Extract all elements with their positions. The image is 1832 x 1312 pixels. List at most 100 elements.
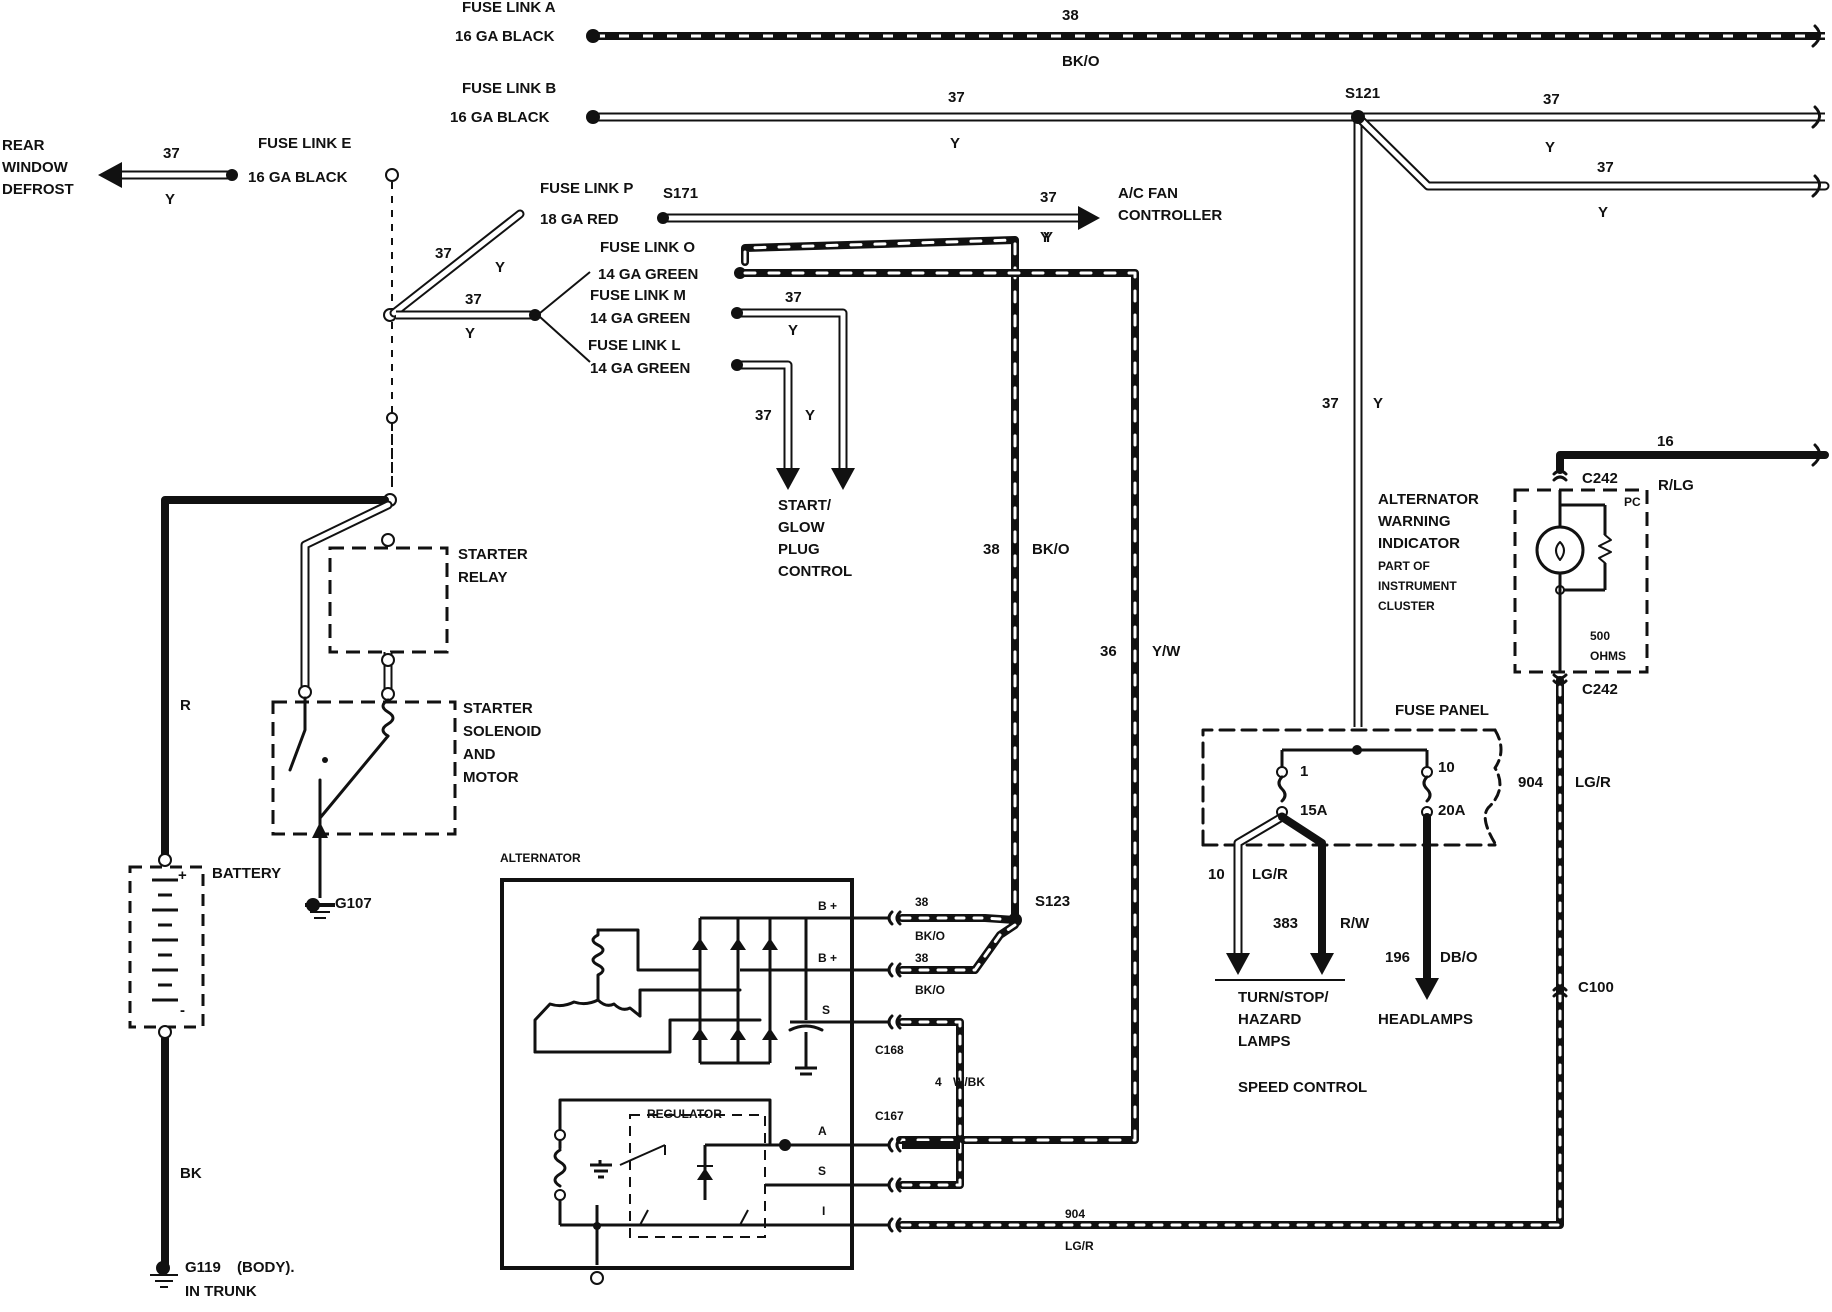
turn-output-3: LAMPS — [1238, 1033, 1291, 1050]
fuse-link-e-gauge: 16 GA BLACK — [248, 169, 348, 186]
fuse-link-p-circuit: 37 — [1040, 189, 1057, 206]
fuse-link-b-circuit: 37 — [948, 89, 965, 106]
headlamps-output: HEADLAMPS — [1378, 1011, 1473, 1028]
warning-title-1: ALTERNATOR — [1378, 491, 1479, 508]
start-glow-4: CONTROL — [778, 563, 852, 580]
warning-note-1: PART OF — [1378, 559, 1430, 573]
s121-down-circuit: 37 — [1322, 395, 1339, 412]
fuse-panel-title: FUSE PANEL — [1395, 702, 1489, 719]
wbk-circuit: 4 — [935, 1075, 942, 1089]
fuse-link-p-wire — [657, 206, 1100, 230]
warning-indicator — [1513, 443, 1829, 998]
terminal-i: I — [822, 1204, 825, 1218]
fuse-link-p-color: Y — [1040, 229, 1050, 246]
fuse-link-p-name: FUSE LINK P — [540, 180, 633, 197]
fuse-link-o-gauge: 14 GA GREEN — [598, 266, 698, 283]
terminal-b2: B + — [818, 951, 837, 965]
ac-fan-2: CONTROLLER — [1118, 207, 1222, 224]
warning-circuit-16: 16 — [1657, 433, 1674, 450]
battery-label: BATTERY — [212, 865, 281, 882]
fuse-link-a-gauge: 16 GA BLACK — [455, 28, 555, 45]
fuse-link-m-color: Y — [788, 322, 798, 339]
rw-color: R/W — [1340, 915, 1370, 932]
terminal-s: S — [822, 1003, 830, 1017]
splice-s123: S123 — [1035, 893, 1070, 910]
yw-circuit: 36 — [1100, 643, 1117, 660]
fuse-10-number: 10 — [1438, 759, 1455, 776]
starter-circuit — [161, 410, 457, 919]
fuse-link-b-color: Y — [950, 135, 960, 152]
rear-defrost-2: WINDOW — [2, 159, 69, 176]
fuse-link-e-wire — [98, 162, 399, 488]
regulator-title: REGULATOR — [647, 1107, 722, 1121]
fuse-10-amp: 20A — [1438, 802, 1466, 819]
rw-circuit: 383 — [1273, 915, 1298, 932]
labels: FUSE LINK A 16 GA BLACK 38 BK/O FUSE LIN… — [2, 0, 1694, 1300]
b1-circuit: 38 — [915, 895, 929, 909]
connector-c168: C168 — [875, 1043, 904, 1057]
fuse-link-a-name: FUSE LINK A — [462, 0, 556, 16]
fuse-link-e-name: FUSE LINK E — [258, 135, 351, 152]
fuse-link-m-name: FUSE LINK M — [590, 287, 686, 304]
connector-c167: C167 — [875, 1109, 904, 1123]
terminal-s2: S — [818, 1164, 826, 1178]
turn-color: LG/R — [1252, 866, 1288, 883]
dbo-color: DB/O — [1440, 949, 1478, 966]
lgr-color: LG/R — [1575, 774, 1611, 791]
warning-ohms-1: 500 — [1590, 629, 1610, 643]
s121-branch-color-2: Y — [1598, 204, 1608, 221]
fuse-panel — [1201, 728, 1503, 1000]
connector-c242-top: C242 — [1582, 470, 1618, 487]
y-w-wire — [741, 269, 1139, 1144]
battery — [128, 853, 205, 1288]
fuse-link-l-circuit: 37 — [755, 407, 772, 424]
ground-g119-loc: IN TRUNK — [185, 1283, 257, 1300]
turn-output-1: TURN/STOP/ — [1238, 989, 1329, 1006]
start-glow-2: GLOW — [778, 519, 825, 536]
alternator-connectors — [887, 910, 902, 1233]
i-wire-color: LG/R — [1065, 1239, 1094, 1253]
fuse-link-b-name: FUSE LINK B — [462, 80, 556, 97]
fuse-link-a-color: BK/O — [1062, 53, 1100, 70]
start-glow-1: START/ — [778, 497, 832, 514]
connector-c242-bottom: C242 — [1582, 681, 1618, 698]
battery-plus: + — [178, 867, 187, 884]
fuse-1-number: 1 — [1300, 763, 1308, 780]
fuse-link-e-circuit: 37 — [163, 145, 180, 162]
yw-color: Y/W — [1152, 643, 1181, 660]
fuse-link-o-name: FUSE LINK O — [600, 239, 695, 256]
splice-s121: S121 — [1345, 85, 1380, 102]
starter-solenoid-3: AND — [463, 746, 496, 763]
ground-g107: G107 — [335, 895, 372, 912]
alternator-output-wires — [898, 676, 1564, 1229]
p-branch-color: Y — [495, 259, 505, 276]
fuse-link-m-gauge: 14 GA GREEN — [590, 310, 690, 327]
i-wire-circuit: 904 — [1065, 1207, 1085, 1221]
dbo-circuit: 196 — [1385, 949, 1410, 966]
m-branch-circuit: 37 — [465, 291, 482, 308]
starter-solenoid-1: STARTER — [463, 700, 533, 717]
warning-pc: PC — [1624, 495, 1641, 509]
starter-solenoid-box — [271, 700, 457, 836]
fuse-link-junction — [383, 209, 591, 363]
b1-color: BK/O — [915, 929, 945, 943]
turn-circuit: 10 — [1208, 866, 1225, 883]
b2-color: BK/O — [915, 983, 945, 997]
speed-control-label: SPEED CONTROL — [1238, 1079, 1367, 1096]
warning-ohms-2: OHMS — [1590, 649, 1626, 663]
warning-title-2: WARNING — [1378, 513, 1451, 530]
alternator — [500, 878, 890, 1285]
bko-color: BK/O — [1032, 541, 1070, 558]
b2-circuit: 38 — [915, 951, 929, 965]
ac-fan-1: A/C FAN — [1118, 185, 1178, 202]
connector-c100: C100 — [1578, 979, 1614, 996]
wire-bk-label: BK — [180, 1165, 202, 1182]
ground-g119: G119 — [185, 1259, 221, 1276]
bko-circuit: 38 — [983, 541, 1000, 558]
fuse-link-m-l-wires — [731, 307, 855, 490]
fuse-link-l-color: Y — [805, 407, 815, 424]
fuse-link-l-gauge: 14 GA GREEN — [590, 360, 690, 377]
fuse-1-amp: 15A — [1300, 802, 1328, 819]
battery-minus: - — [180, 1002, 185, 1019]
s121-branch-color-1: Y — [1545, 139, 1555, 156]
